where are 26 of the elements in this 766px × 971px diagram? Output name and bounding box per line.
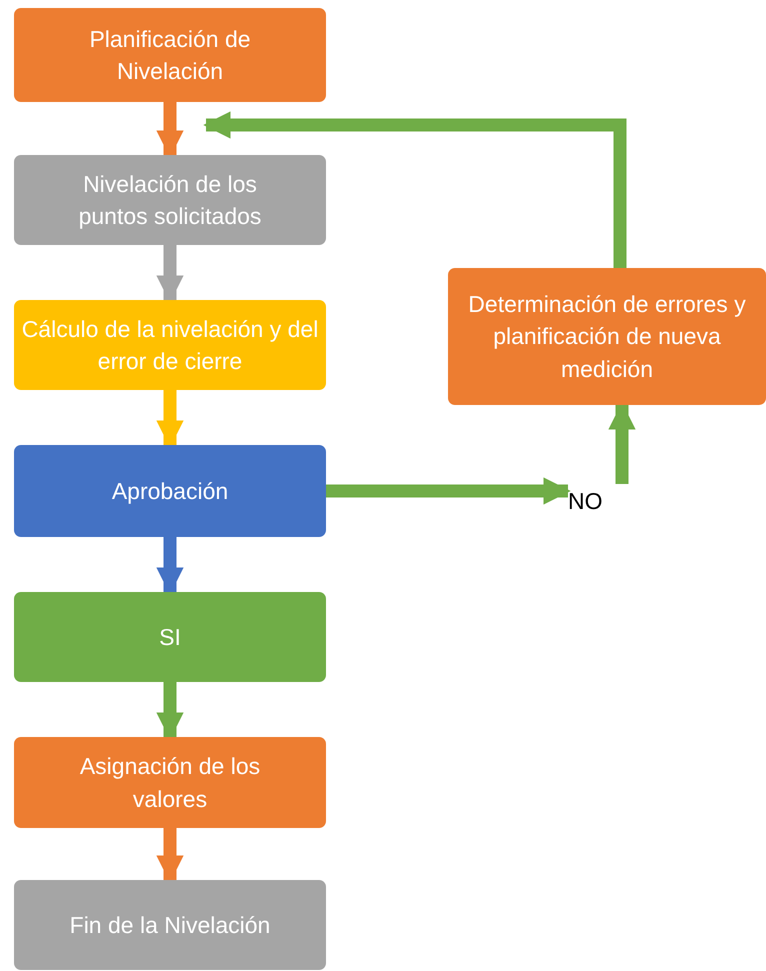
box-label: Fin de la Nivelación	[68, 910, 272, 940]
arrow	[608, 402, 636, 484]
box-label: Planificación de Nivelación	[88, 24, 252, 86]
arrow	[156, 102, 184, 158]
decision-label: NO	[568, 486, 602, 516]
arrow	[326, 477, 571, 505]
arrow	[156, 245, 184, 303]
arrow	[156, 682, 184, 740]
box-label: SI	[158, 622, 182, 652]
box-label: Asignación de los valores	[78, 752, 262, 814]
box-label: Determinación de errores y planificación de nueva medición	[467, 290, 747, 384]
process-box	[14, 155, 326, 245]
process-box	[14, 592, 326, 682]
process-box	[14, 880, 326, 970]
process-box	[14, 445, 326, 537]
arrow	[156, 537, 184, 595]
process-box	[448, 268, 766, 405]
box-label: Nivelación de los puntos solicitados	[78, 170, 262, 231]
process-box	[14, 8, 326, 102]
box-label: Cálculo de la nivelación y del error de cierre	[20, 314, 320, 376]
process-box	[14, 300, 326, 390]
arrow	[156, 828, 184, 883]
process-box	[14, 737, 326, 828]
arrow	[203, 111, 626, 268]
arrow	[156, 390, 184, 448]
box-label: Aprobación	[110, 476, 230, 506]
